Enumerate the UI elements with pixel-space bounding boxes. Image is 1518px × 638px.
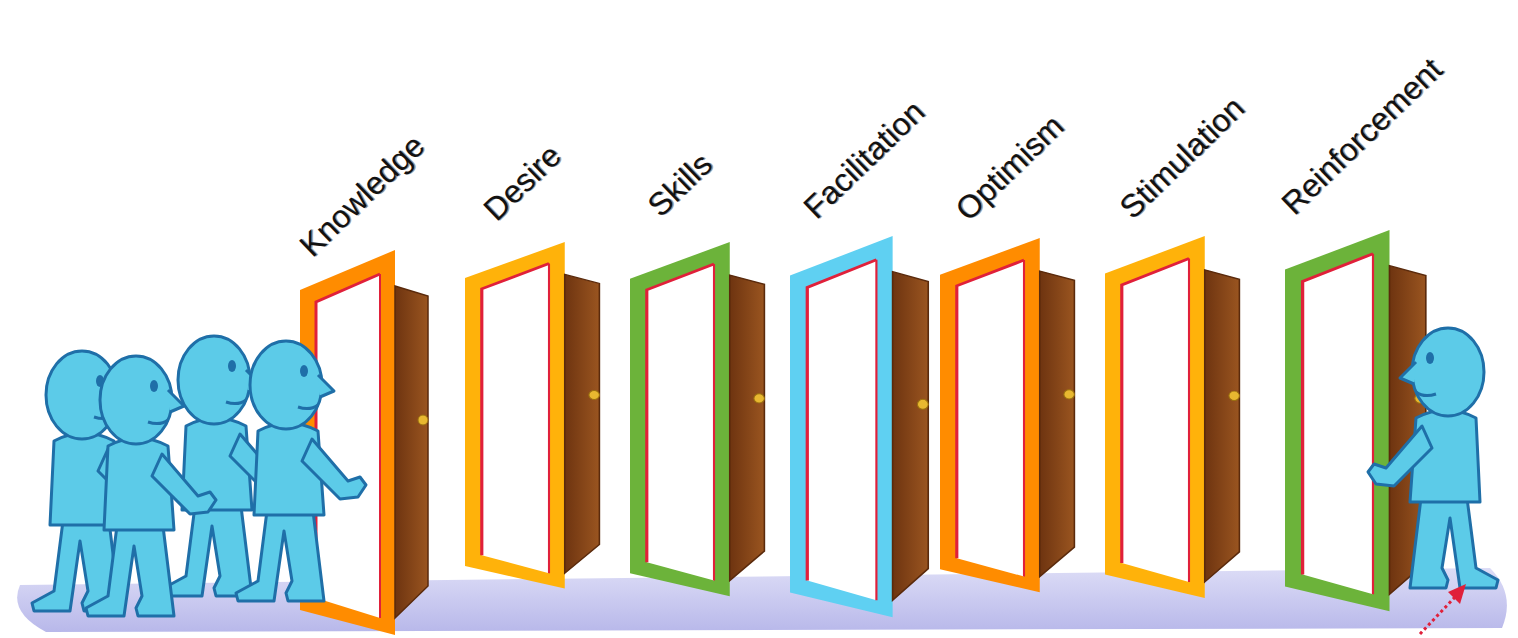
direction-arrow [1420,596,1456,634]
door-opening [316,274,428,618]
door-opening [957,260,1075,576]
door-opening [1122,259,1240,582]
person-figure [1368,328,1498,588]
door-label: Reinforcement [1276,52,1448,220]
person-figure [236,341,366,601]
door [790,236,928,617]
door-opening [647,264,765,580]
door-label: Knowledge [294,129,430,262]
door-opening [1303,254,1426,595]
arrow-head [1448,584,1466,604]
door-label: Optimism [950,109,1069,226]
door-opening [807,260,928,601]
door [1285,230,1426,611]
person-figure [86,356,216,616]
door-label: Desire [478,139,567,226]
door [1105,236,1239,598]
door-label: Stimulation [1114,91,1250,224]
door [465,242,599,589]
door [940,238,1074,592]
door [630,242,764,596]
door-opening [482,264,600,574]
door-label: Facilitation [798,95,930,224]
door-label: Skills [642,147,718,222]
